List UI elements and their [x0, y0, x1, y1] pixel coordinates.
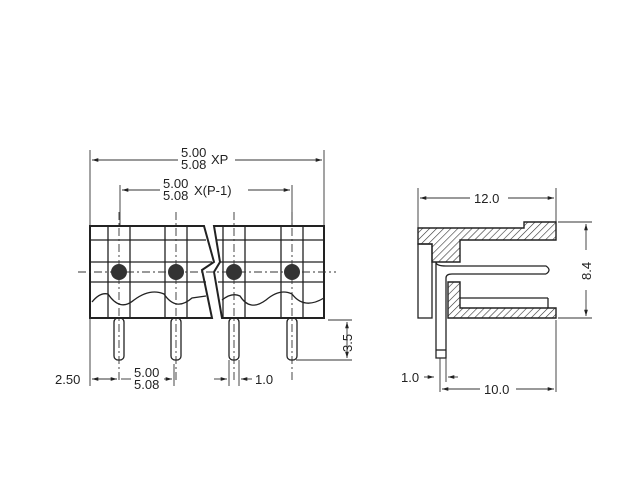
pin-width-label: 1.0: [255, 372, 273, 387]
inner-dim-suffix: X(P-1): [194, 183, 232, 198]
overall-width-dimension: 5.00 5.08 XP: [89, 145, 325, 225]
pitch-dim-bottom: 5.08: [134, 377, 159, 392]
inner-dim-bottom: 5.08: [163, 188, 188, 203]
pin-4: [280, 212, 304, 380]
pin-2: [164, 212, 188, 380]
overall-dim-top: 5.00: [181, 145, 206, 160]
screw-icon: [111, 264, 127, 280]
overall-dim-bottom: 5.08: [181, 157, 206, 172]
connector-body-right: [212, 225, 325, 319]
inner-span-dimension: 5.00 5.08 X(P-1): [119, 176, 293, 225]
housing-section-bottom: [447, 281, 557, 319]
pin-3: [222, 212, 246, 380]
height-label: 8.4: [579, 262, 594, 280]
pin-offset-label: 10.0: [484, 382, 509, 397]
inner-dim-top: 5.00: [163, 176, 188, 191]
pitch-dim-top: 5.00: [134, 365, 159, 380]
side-pin-width-label: 1.0: [401, 370, 419, 385]
depth-dimension: 12.0: [417, 188, 557, 228]
depth-label: 12.0: [474, 191, 499, 206]
bottom-dimensions: 2.50 5.00 5.08 1.0: [55, 318, 273, 392]
pin-length-label: 3.5: [340, 334, 355, 352]
height-dimension: 8.4: [558, 221, 594, 319]
front-view: 5.00 5.08 XP 5.00 5.08 X(P-1): [55, 145, 355, 392]
edge-dim-label: 2.50: [55, 372, 80, 387]
overall-dim-suffix: XP: [211, 152, 228, 167]
pin-length-dimension: 3.5: [296, 319, 355, 361]
side-bottom-dimensions: 1.0 10.0: [401, 320, 557, 397]
housing-section-top: [417, 221, 557, 263]
pin-1: [107, 212, 131, 380]
side-view: 12.0 8.4 1.0: [401, 188, 594, 397]
